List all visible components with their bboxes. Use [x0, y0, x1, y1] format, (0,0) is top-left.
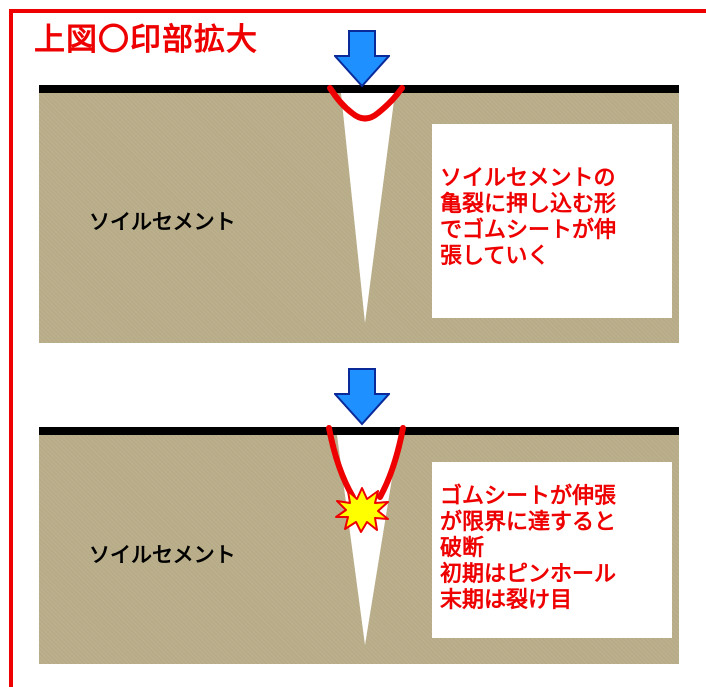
down-arrow-icon [334, 30, 390, 88]
note-2-line-2: が限界に達すると [440, 510, 617, 535]
note-1-line-2: 亀裂に押し込む形 [440, 192, 617, 217]
note-box-1: ソイルセメントの 亀裂に押し込む形 でゴムシートが伸 張していく [432, 124, 672, 318]
soil-cement-panel-1: ソイルセメント ソイルセメントの 亀裂に押し込む形 でゴムシートが伸 張していく [39, 85, 679, 343]
note-1-line-1: ソイルセメントの [440, 166, 616, 191]
down-arrow-icon [334, 368, 390, 426]
ground-surface-line-2 [39, 427, 679, 435]
soil-cement-label-1: ソイルセメント [89, 210, 236, 234]
note-2-line-1: ゴムシートが伸張 [440, 484, 617, 509]
soil-cement-label-2: ソイルセメント [89, 543, 236, 567]
rupture-burst-icon [335, 487, 389, 533]
soil-cement-panel-2: ソイルセメント ゴムシートが伸張 が限界に達すると 破断 初期はピンホール 末期… [39, 427, 679, 664]
note-1-line-3: でゴムシートが伸 [440, 218, 617, 243]
crack-1 [341, 93, 395, 323]
note-box-2: ゴムシートが伸張 が限界に達すると 破断 初期はピンホール 末期は裂け目 [432, 462, 672, 638]
ground-surface-line-1 [39, 85, 679, 93]
figure-title: 上図〇印部拡大 [34, 22, 258, 58]
note-2-line-4: 初期はピンホール [440, 562, 617, 587]
note-2-line-3: 破断 [440, 536, 485, 561]
note-1-line-4: 張していく [440, 244, 550, 269]
note-2-line-5: 末期は裂け目 [440, 588, 573, 613]
